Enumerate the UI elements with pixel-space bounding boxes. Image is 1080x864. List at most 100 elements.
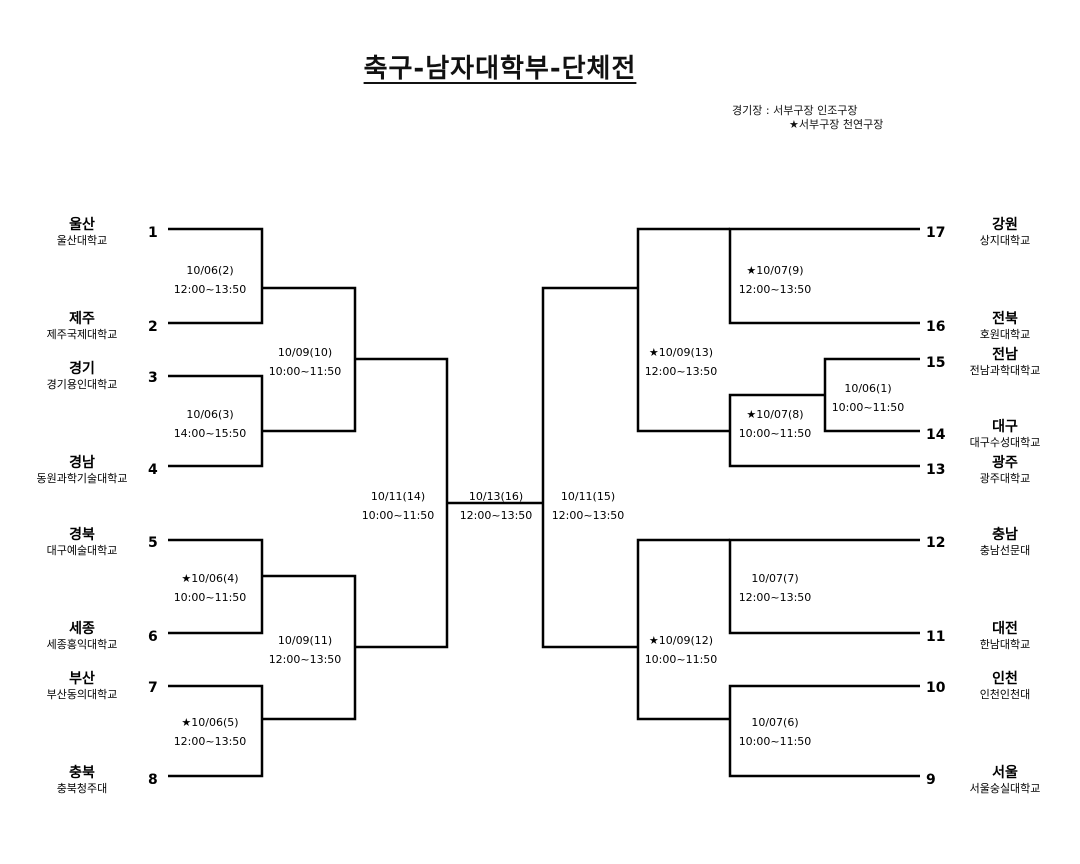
bracket-line <box>636 538 730 721</box>
match-labels: 10/06(2) 12:00~13:50 10/06(3) 14:00~15:5… <box>174 264 905 748</box>
team-seed: 17 <box>926 225 945 241</box>
team-school: 부산동의대학교 <box>47 688 118 701</box>
team-region: 부산 <box>69 670 95 687</box>
match-time: 14:00~15:50 <box>174 427 247 440</box>
match-date: ★10/09(12) <box>649 634 713 647</box>
team-school: 전남과학대학교 <box>970 364 1041 377</box>
team-seed: 7 <box>148 680 158 696</box>
match-date: 10/06(3) <box>186 408 233 421</box>
team-region: 경북 <box>69 526 95 543</box>
bracket-line <box>168 684 264 778</box>
team-region: 세종 <box>69 621 95 637</box>
bracket-line <box>728 227 920 325</box>
team-school: 상지대학교 <box>980 234 1031 247</box>
team-seed: 16 <box>926 319 945 335</box>
venue-row-2: ★서부구장 천연구장 <box>732 118 883 132</box>
match-date: 10/09(10) <box>278 346 332 359</box>
team-seed: 6 <box>148 629 158 645</box>
match-time: 12:00~13:50 <box>739 591 812 604</box>
team-region: 울산 <box>69 216 95 233</box>
match-date: 10/06(1) <box>844 382 891 395</box>
team-seed: 11 <box>926 629 945 645</box>
team-region: 인천 <box>992 670 1018 687</box>
page-title: 축구-남자대학부-단체전 <box>363 54 637 84</box>
bracket-line <box>728 393 920 468</box>
team-seed: 3 <box>148 370 158 386</box>
team-seed: 15 <box>926 355 945 371</box>
match-date: 10/13(16) <box>469 490 523 503</box>
team-seed: 9 <box>926 772 936 788</box>
team-seed: 1 <box>148 225 158 241</box>
bracket-line <box>168 538 264 635</box>
match-date: 10/11(14) <box>371 490 425 503</box>
match-date: ★10/06(4) <box>181 572 238 585</box>
team-labels: 울산 울산대학교 1 제주 제주국제대학교 2 경기 경기용인대학교 3 경남 … <box>36 216 1040 795</box>
match-time: 10:00~11:50 <box>832 401 905 414</box>
match-date: ★10/07(8) <box>746 408 803 421</box>
venue-label: 경기장 <box>732 104 763 117</box>
team-seed: 10 <box>926 680 946 696</box>
bracket-line <box>168 227 264 325</box>
team-seed: 5 <box>148 535 158 551</box>
match-time: 12:00~13:50 <box>174 283 247 296</box>
match-date: 10/06(2) <box>186 264 233 277</box>
bracket-line <box>636 227 730 433</box>
bracket-line <box>541 286 638 649</box>
match-time: 10:00~11:50 <box>645 653 718 666</box>
match-time: 12:00~13:50 <box>552 509 625 522</box>
match-date: 10/07(6) <box>751 716 798 729</box>
team-region: 서울 <box>992 764 1018 781</box>
match-date: 10/09(11) <box>278 634 332 647</box>
team-school: 제주국제대학교 <box>47 328 118 341</box>
venue-2: ★서부구장 천연구장 <box>789 118 884 131</box>
match-date: 10/11(15) <box>561 490 615 503</box>
team-seed: 8 <box>148 772 158 788</box>
team-seed: 13 <box>926 462 945 478</box>
match-date: ★10/09(13) <box>649 346 713 359</box>
match-time: 10:00~11:50 <box>174 591 247 604</box>
team-school: 세종홍익대학교 <box>47 637 118 651</box>
match-time: 12:00~13:50 <box>739 283 812 296</box>
match-date: 10/07(7) <box>751 572 798 585</box>
team-region: 제주 <box>69 311 95 327</box>
bracket-line <box>262 574 357 721</box>
match-time: 10:00~11:50 <box>739 735 812 748</box>
team-region: 대구 <box>992 419 1018 435</box>
team-region: 경남 <box>69 454 95 471</box>
team-region: 전북 <box>992 310 1018 327</box>
match-time: 12:00~13:50 <box>174 735 247 748</box>
bracket-line <box>262 286 357 433</box>
match-date: ★10/06(5) <box>181 716 238 729</box>
team-region: 충남 <box>992 526 1018 543</box>
bracket-lines <box>168 227 920 778</box>
bracket-line <box>728 538 920 635</box>
team-school: 경기용인대학교 <box>47 378 118 391</box>
bracket-line <box>168 374 264 468</box>
team-region: 충북 <box>69 765 95 781</box>
team-school: 동원과학기술대학교 <box>36 472 127 485</box>
match-time: 10:00~11:50 <box>739 427 812 440</box>
match-date: ★10/07(9) <box>746 264 803 277</box>
team-school: 호원대학교 <box>980 328 1031 341</box>
team-school: 울산대학교 <box>57 234 108 247</box>
team-region: 강원 <box>992 216 1018 233</box>
team-school: 충북청주대 <box>57 782 108 795</box>
team-school: 광주대학교 <box>980 472 1031 485</box>
team-school: 서울숭실대학교 <box>970 782 1041 795</box>
team-seed: 2 <box>148 319 158 335</box>
team-region: 광주 <box>992 454 1018 471</box>
team-region: 대전 <box>992 620 1018 637</box>
bracket-line <box>823 357 920 433</box>
venue-row-1: 경기장 : 서부구장 인조구장 <box>732 104 883 118</box>
team-region: 경기 <box>69 360 95 377</box>
team-school: 충남선문대 <box>980 544 1031 557</box>
team-school: 대구예술대학교 <box>47 544 118 557</box>
team-seed: 4 <box>148 462 158 478</box>
match-time: 10:00~11:50 <box>269 365 342 378</box>
team-school: 인천인천대 <box>980 687 1031 701</box>
match-time: 10:00~11:50 <box>362 509 435 522</box>
venue-info: 경기장 : 서부구장 인조구장 ★서부구장 천연구장 <box>732 104 883 132</box>
match-time: 12:00~13:50 <box>269 653 342 666</box>
team-school: 대구수성대학교 <box>970 436 1041 449</box>
